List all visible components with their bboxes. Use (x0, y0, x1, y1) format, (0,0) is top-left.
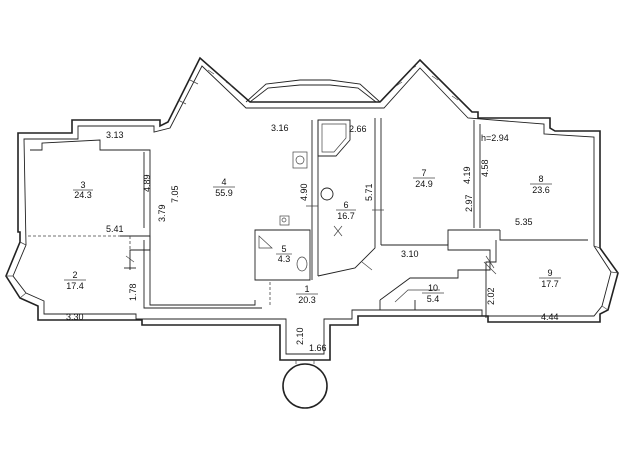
dimension-1-66: 1.66 (309, 343, 327, 353)
room-6-label: 6 16.7 (336, 200, 356, 221)
svg-text:6: 6 (343, 200, 348, 210)
room-10-label: 10 5.4 (422, 283, 444, 304)
dimension-3-79: 3.79 (157, 204, 167, 222)
dimension-2-97: 2.97 (464, 194, 474, 212)
room-labels: 3 24.3 4 55.9 5 4.3 6 16.7 7 24.9 8 23.6 (64, 168, 561, 305)
outer-walls (5, 56, 619, 409)
svg-text:9: 9 (547, 268, 552, 278)
svg-text:17.4: 17.4 (66, 281, 84, 291)
room-9-label: 9 17.7 (539, 268, 561, 289)
room-3-label: 3 24.3 (73, 180, 93, 200)
svg-text:17.7: 17.7 (541, 279, 559, 289)
dimension-5-35: 5.35 (515, 217, 533, 227)
svg-text:23.6: 23.6 (532, 185, 550, 195)
dimension-2-02: 2.02 (486, 287, 496, 305)
height-note: h=2.94 (481, 133, 509, 143)
svg-text:5: 5 (281, 244, 286, 254)
svg-text:24.9: 24.9 (415, 179, 433, 189)
dimension-2-10: 2.10 (295, 327, 305, 345)
svg-text:5.4: 5.4 (427, 294, 440, 304)
dimension-4-89: 4.89 (142, 174, 152, 192)
svg-text:8: 8 (538, 174, 543, 184)
room-7-label: 7 24.9 (413, 168, 435, 189)
dimension-5-41: 5.41 (106, 224, 124, 234)
dimension-4-90: 4.90 (299, 183, 309, 201)
interior-walls (28, 118, 588, 318)
room-2-label: 2 17.4 (64, 270, 86, 291)
svg-text:4: 4 (221, 177, 226, 187)
dimension-3-16: 3.16 (271, 123, 289, 133)
room-1-label: 1 20.3 (296, 284, 318, 305)
dimension-7-05: 7.05 (170, 185, 180, 203)
svg-text:1: 1 (304, 284, 309, 294)
svg-text:4.3: 4.3 (278, 254, 291, 264)
svg-text:10: 10 (428, 283, 438, 293)
dimension-4-44: 4.44 (541, 312, 559, 322)
dimension-3-13: 3.13 (106, 130, 124, 140)
svg-text:2: 2 (72, 270, 77, 280)
svg-text:20.3: 20.3 (298, 295, 316, 305)
room-5-label: 5 4.3 (276, 244, 292, 264)
dimension-4-58: 4.58 (480, 159, 490, 177)
dimension-1-78: 1.78 (128, 283, 138, 301)
dimension-5-71: 5.71 (364, 183, 374, 201)
svg-text:3: 3 (80, 180, 85, 190)
dimension-3-30: 3.30 (66, 312, 84, 322)
dimension-labels: 3.13 3.16 2.66 h=2.94 5.41 3.30 3.10 5.3… (66, 123, 559, 353)
svg-text:24.3: 24.3 (74, 190, 92, 200)
dimension-4-19: 4.19 (462, 166, 472, 184)
room-4-label: 4 55.9 (213, 177, 235, 198)
svg-text:55.9: 55.9 (215, 188, 233, 198)
dimension-3-10: 3.10 (401, 249, 419, 259)
dimension-2-66: 2.66 (349, 124, 367, 134)
room-8-label: 8 23.6 (530, 174, 552, 195)
svg-text:16.7: 16.7 (337, 211, 355, 221)
svg-text:7: 7 (421, 168, 426, 178)
